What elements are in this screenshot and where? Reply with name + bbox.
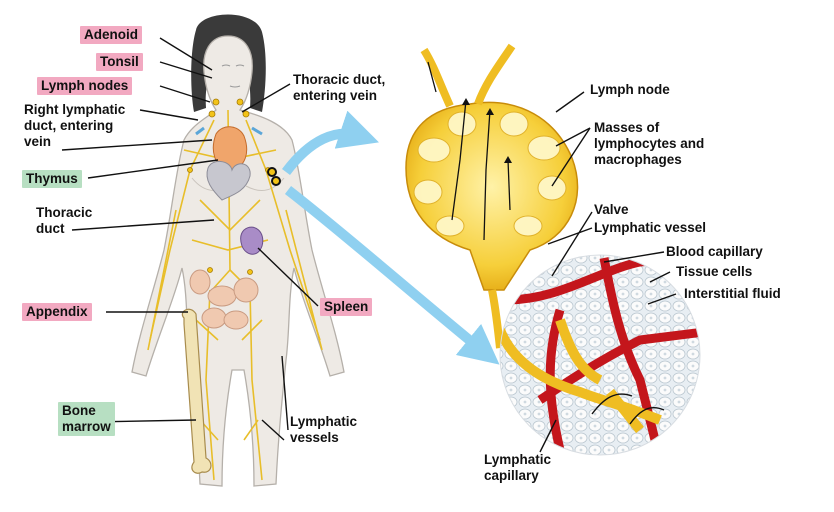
heart bbox=[206, 161, 251, 201]
lymphatic-capillary-vessel bbox=[500, 318, 662, 434]
label-lymph-node: Lymph node bbox=[590, 82, 670, 97]
label-adenoid: Adenoid bbox=[80, 26, 142, 44]
tissue-bed-inset bbox=[499, 254, 701, 456]
label-thoracic-duct-entering-vein: Thoracic duct, entering vein bbox=[293, 72, 386, 103]
label-spleen: Spleen bbox=[320, 298, 373, 316]
label-lymphatic-capillary: Lymphatic capillary bbox=[484, 452, 552, 483]
label-bone-marrow: Bone marrow bbox=[58, 402, 115, 436]
intestines bbox=[189, 269, 259, 330]
label-valve: Valve bbox=[594, 202, 629, 217]
hair bbox=[191, 14, 266, 112]
label-tonsil: Tonsil bbox=[96, 53, 143, 71]
label-lymphatic-vessels: Lymphatic vessels bbox=[290, 414, 358, 445]
label-appendix: Appendix bbox=[22, 303, 92, 321]
leader-lines bbox=[61, 37, 677, 453]
lymph-node-cross-section bbox=[405, 43, 579, 349]
label-interstitial-fluid: Interstitial fluid bbox=[684, 286, 781, 301]
label-tissue-cells: Tissue cells bbox=[676, 264, 753, 279]
label-lymphatic-vessel: Lymphatic vessel bbox=[594, 220, 707, 235]
highlighted-lymph-node bbox=[267, 167, 277, 177]
body-silhouette bbox=[131, 35, 345, 487]
spleen-organ bbox=[240, 226, 264, 255]
label-right-lymphatic-duct: Right lymphatic duct, entering vein bbox=[24, 102, 126, 149]
arrow-to-tissue bbox=[284, 186, 500, 365]
label-masses-of-lymphocytes: Masses of lymphocytes and macrophages bbox=[594, 120, 705, 167]
label-thoracic-duct: Thoracic duct bbox=[36, 205, 93, 236]
femur-bone bbox=[181, 308, 212, 474]
arrow-to-lymph-node bbox=[282, 110, 379, 176]
thymus-organ bbox=[212, 126, 248, 171]
blood-capillaries bbox=[505, 255, 700, 455]
label-thymus: Thymus bbox=[22, 170, 82, 188]
label-lymph-nodes: Lymph nodes bbox=[37, 77, 133, 95]
human-body-figure bbox=[131, 14, 345, 487]
label-blood-capillary: Blood capillary bbox=[666, 244, 763, 259]
